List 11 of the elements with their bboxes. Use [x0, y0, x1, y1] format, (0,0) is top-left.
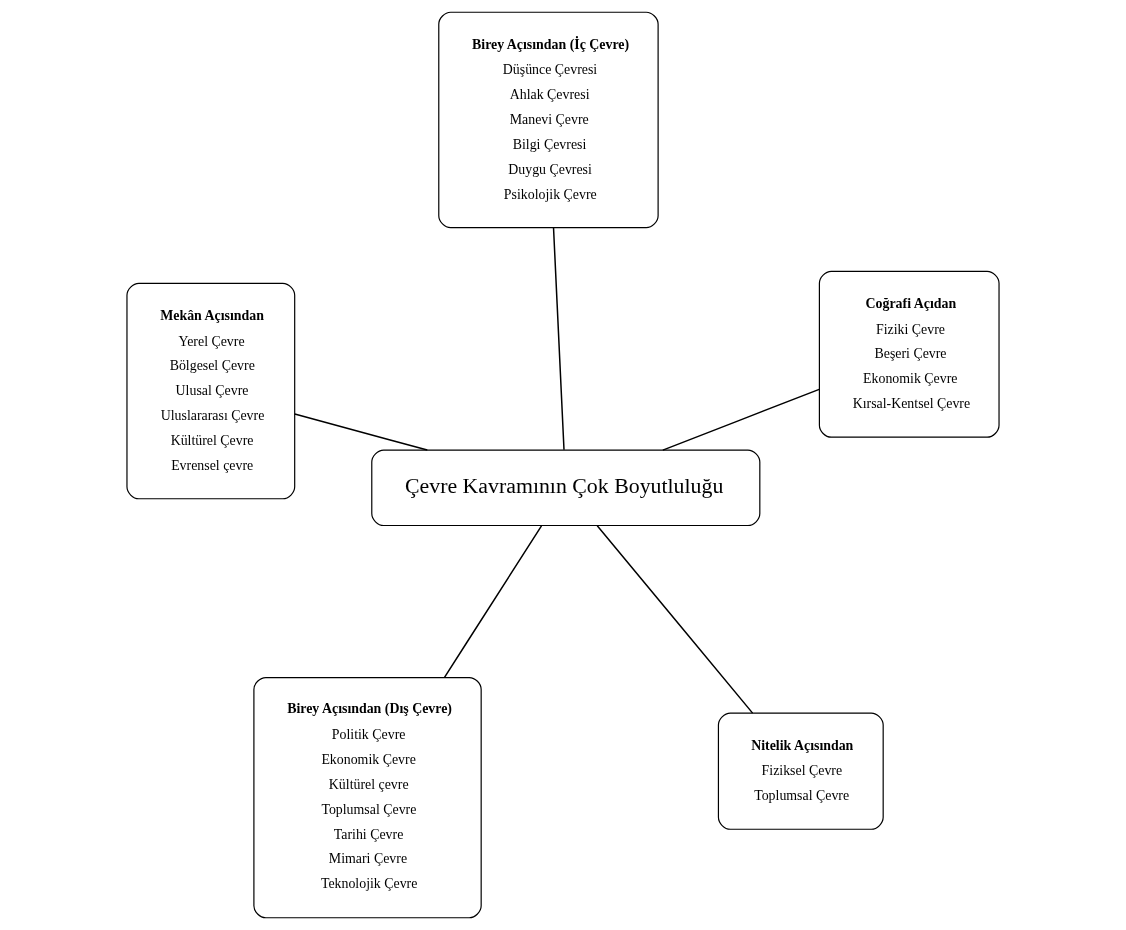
node-box: Coğrafi Açıdan Fiziki Çevre Beşeri Çevre Ekonomik Çevre Kırsal-Kentsel Çevre: [818, 270, 1000, 438]
node-box: Mekân Açısından Yerel Çevre Bölgesel Çevre Ulusal Çevre Uluslararası Çevre Kültürel Çevre Evrensel çevre: [126, 282, 296, 500]
connector: [596, 525, 754, 714]
connector: [552, 226, 565, 451]
node-box: Birey Açısından (İç Çevre) Düşünce Çevresi Ahlak Çevresi Manevi Çevre Bilgi Çevresi Duygu Çevresi Psikolojik Çevre: [438, 11, 659, 229]
connector: [294, 413, 429, 451]
connector: [443, 525, 543, 679]
node-box: Nitelik Açısından Fiziksel Çevre Toplumsal Çevre: [717, 712, 884, 830]
connector: [662, 388, 820, 451]
node-box: Birey Açısından (Dış Çevre) Politik Çevre Ekonomik Çevre Kültürel çevre Toplumsal Çevre Tarihi Çevre Mimari Çevre Teknolojik Çevre: [253, 676, 482, 919]
node-box: Çevre Kavramının Çok Boyutluluğu: [371, 449, 761, 527]
